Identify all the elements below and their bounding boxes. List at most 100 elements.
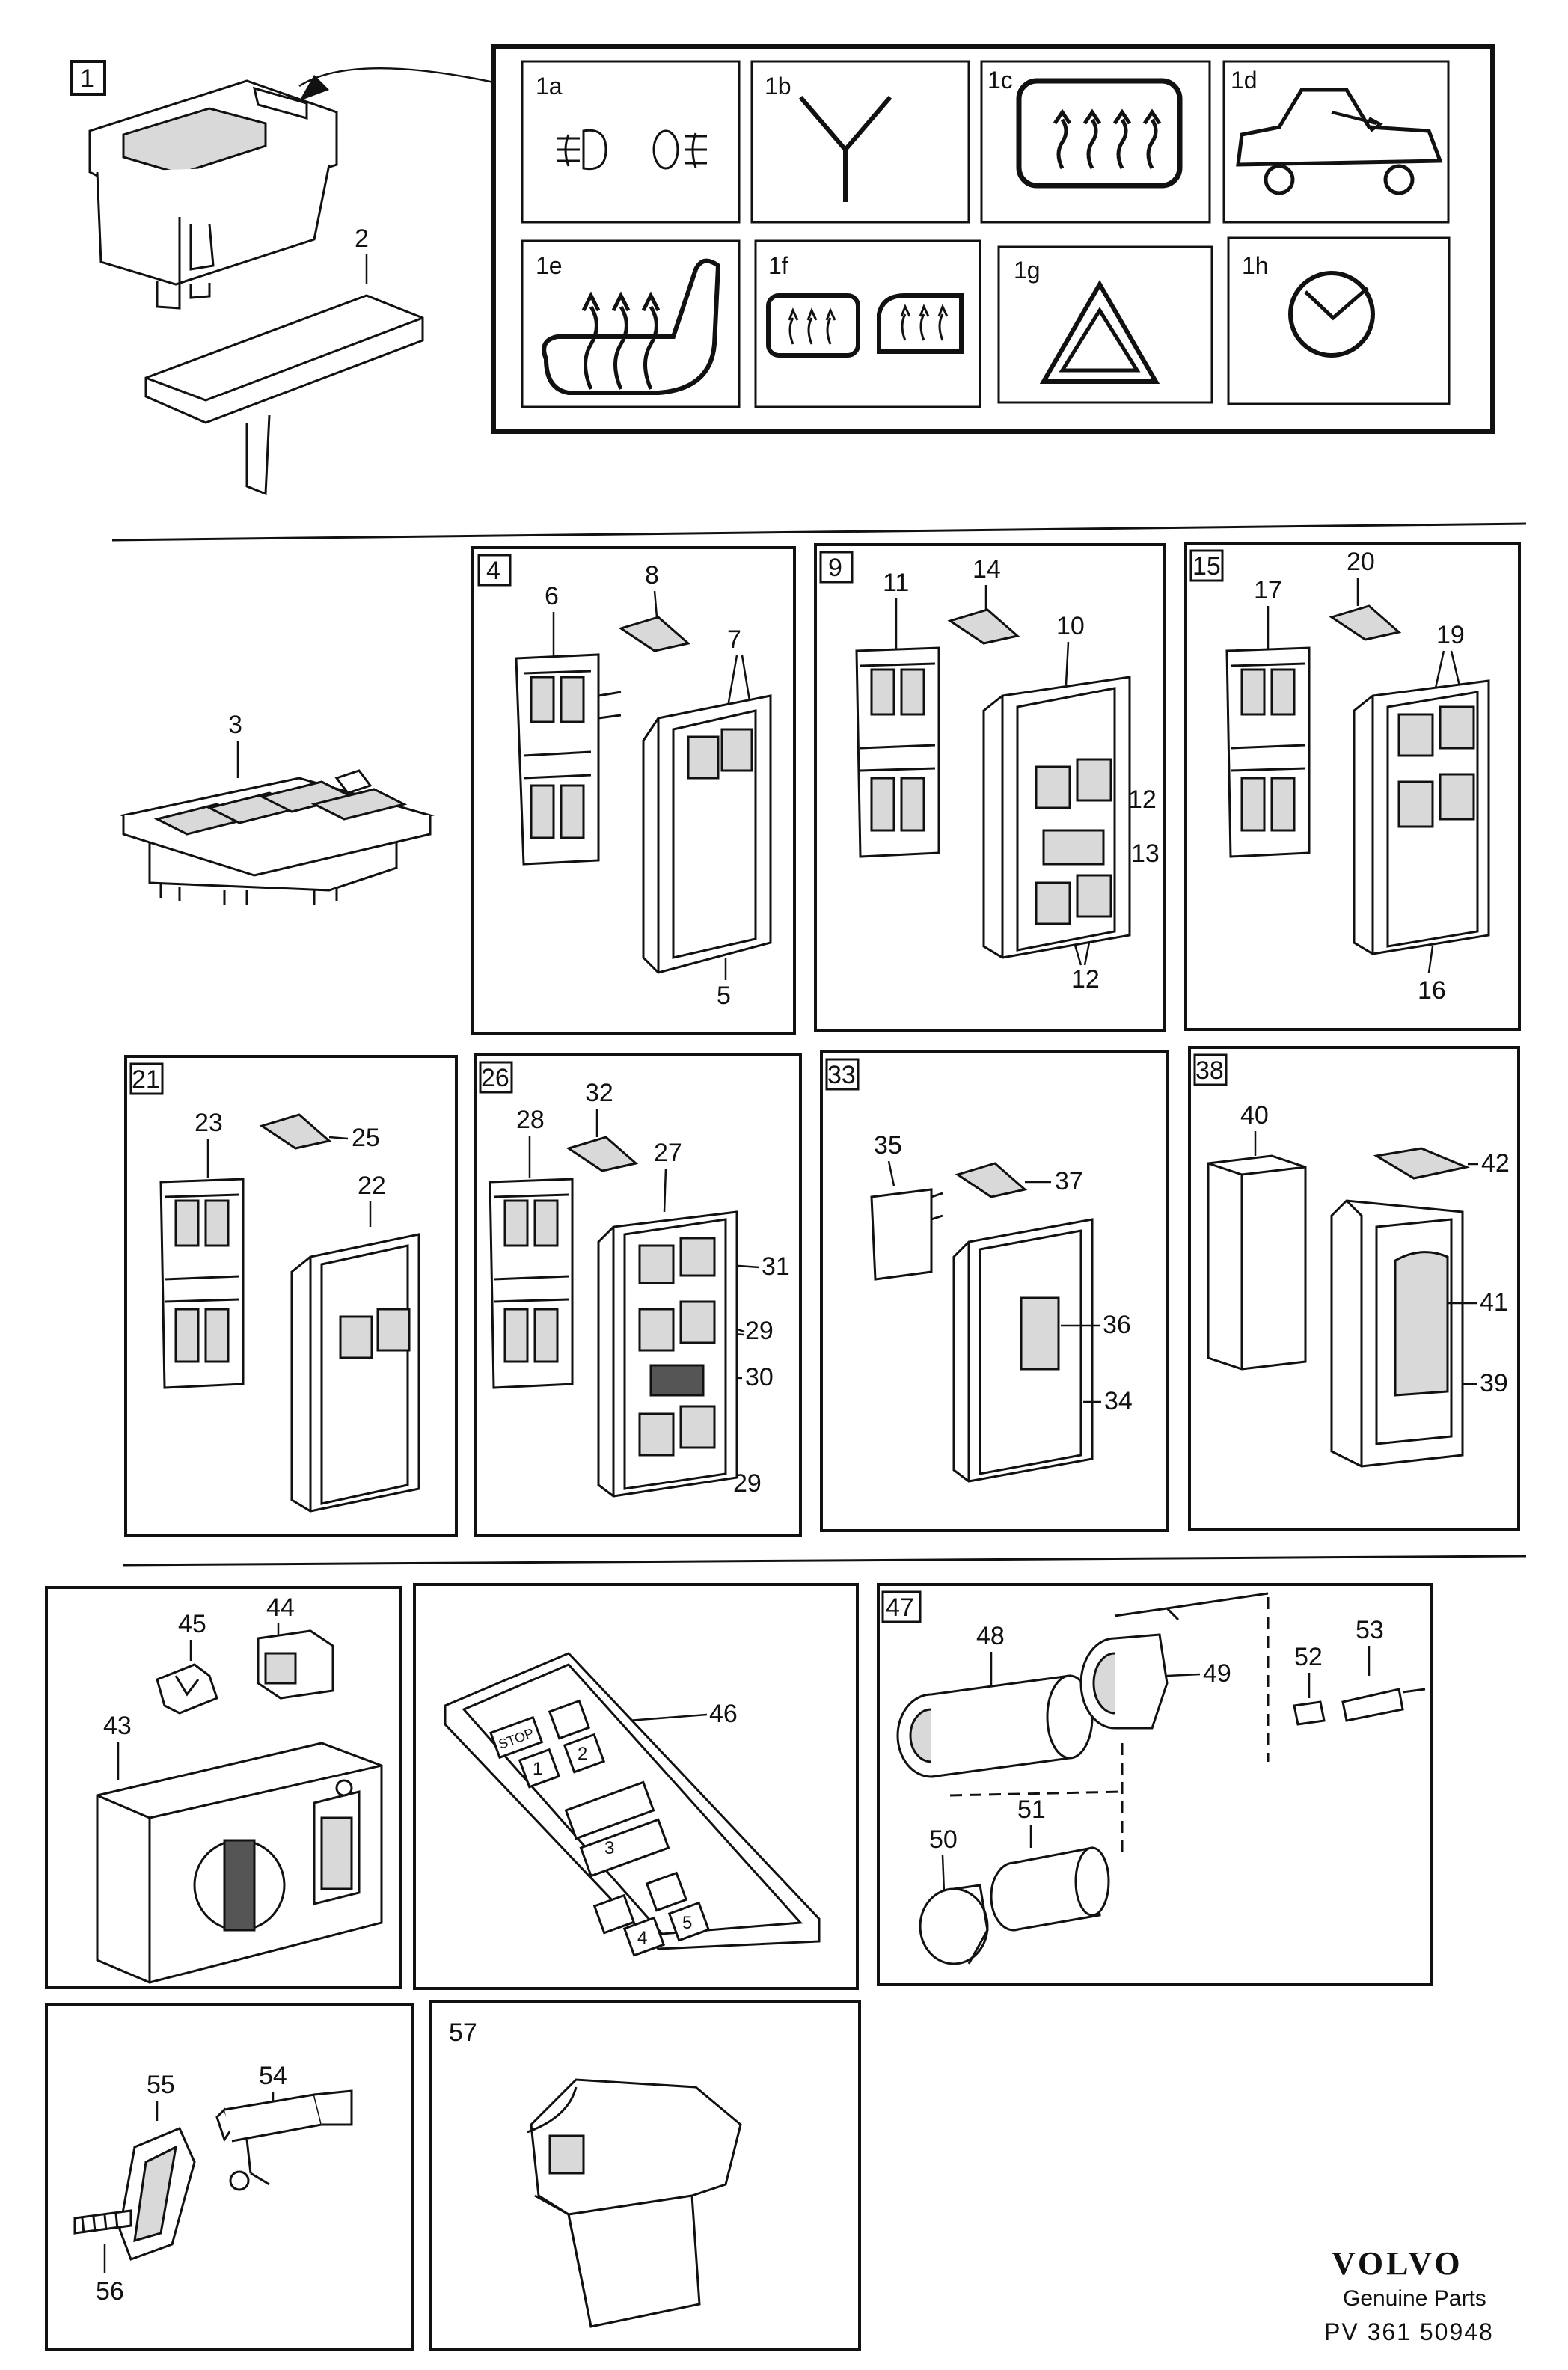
callout-15: 15 — [1192, 552, 1221, 581]
label-1b: 1b — [765, 73, 791, 99]
callout-47: 47 — [886, 1593, 914, 1622]
callout-4: 4 — [486, 557, 500, 585]
callout-32: 32 — [585, 1079, 613, 1107]
callout-56: 56 — [96, 2277, 124, 2306]
switch-panel-3: 3 — [119, 711, 435, 905]
label-1f: 1f — [768, 252, 788, 279]
callout-55: 55 — [147, 2071, 175, 2099]
callout-12b: 12 — [1071, 965, 1100, 993]
label-1a: 1a — [536, 73, 563, 99]
callout-14: 14 — [973, 555, 1001, 584]
callout-28: 28 — [516, 1106, 545, 1134]
box-43: 45 44 43 — [45, 1586, 402, 1989]
callout-54: 54 — [259, 2062, 287, 2090]
callout-35: 35 — [874, 1131, 902, 1160]
key-1: 1 — [533, 1759, 542, 1779]
callout-20: 20 — [1347, 548, 1375, 576]
callout-7: 7 — [727, 625, 741, 654]
callout-30: 30 — [745, 1363, 774, 1391]
callout-41: 41 — [1480, 1288, 1508, 1317]
callout-22: 22 — [358, 1172, 386, 1200]
brand-logo: VOLVO — [1332, 2245, 1463, 2282]
callout-44: 44 — [266, 1593, 295, 1622]
callout-9: 9 — [828, 554, 842, 582]
box-38: 38 40 42 41 39 — [1188, 1046, 1520, 1531]
callout-3: 3 — [228, 711, 242, 739]
callout-17: 17 — [1254, 576, 1282, 604]
key-5: 5 — [682, 1913, 692, 1933]
label-1e: 1e — [536, 252, 563, 279]
footer-code: PV 361 50948 — [1324, 2318, 1494, 2345]
callout-6: 6 — [545, 582, 559, 610]
callout-46: 46 — [709, 1700, 738, 1728]
callout-23: 23 — [195, 1109, 223, 1137]
footer: VOLVO Genuine Parts PV 361 50948 — [1324, 2245, 1494, 2345]
callout-34: 34 — [1104, 1387, 1133, 1415]
box-4: 4 6 8 7 5 — [471, 546, 796, 1035]
callout-38: 38 — [1195, 1056, 1224, 1085]
box-9: 9 11 14 10 12 13 12 — [814, 543, 1166, 1032]
cover-plate-2: 2 — [144, 224, 424, 496]
box-54: 55 54 56 — [45, 2003, 414, 2351]
label-1g: 1g — [1014, 257, 1041, 284]
box-46: 46 STOP 1 2 3 4 5 — [413, 1583, 859, 1990]
callout-45: 45 — [178, 1610, 206, 1638]
callout-29a: 29 — [745, 1317, 774, 1345]
label-1d: 1d — [1231, 67, 1258, 94]
callout-19: 19 — [1436, 621, 1465, 649]
divider-line-2 — [123, 1555, 1527, 1567]
callout-27: 27 — [654, 1139, 682, 1167]
box-57: 57 — [429, 2000, 861, 2351]
callout-26: 26 — [481, 1064, 509, 1092]
callout-51: 51 — [1017, 1795, 1046, 1824]
window-defrost-icon — [766, 293, 964, 358]
switch-assembly-1: 1 — [70, 60, 494, 310]
box-26: 26 28 32 27 31 29 30 29 — [474, 1053, 802, 1537]
callout-57: 57 — [449, 2018, 477, 2047]
box-47: 47 48 49 52 53 50 51 — [877, 1583, 1433, 1986]
callout-52: 52 — [1294, 1643, 1323, 1671]
callout-42: 42 — [1481, 1149, 1510, 1178]
callout-16: 16 — [1418, 976, 1446, 1005]
callout-31: 31 — [762, 1252, 790, 1281]
callout-10: 10 — [1056, 612, 1085, 640]
box-21: 21 23 25 22 24 — [124, 1055, 458, 1537]
key-3: 3 — [604, 1838, 614, 1858]
callout-48: 48 — [976, 1622, 1005, 1650]
callout-53: 53 — [1356, 1616, 1384, 1644]
clock-icon — [1288, 271, 1375, 358]
box-15: 15 17 20 19 18 16 — [1184, 542, 1521, 1031]
convertible-roof-icon — [1236, 88, 1443, 195]
seat-heater-icon — [542, 258, 721, 395]
callout-2: 2 — [355, 224, 369, 253]
key-4: 4 — [637, 1928, 647, 1948]
callout-36: 36 — [1103, 1311, 1131, 1339]
callout-21: 21 — [132, 1065, 160, 1094]
callout-50: 50 — [929, 1825, 958, 1854]
key-2: 2 — [578, 1744, 587, 1764]
callout-8: 8 — [645, 561, 659, 590]
callout-11: 11 — [883, 569, 909, 597]
callout-39: 39 — [1480, 1369, 1508, 1397]
callout-13: 13 — [1131, 839, 1160, 868]
callout-25: 25 — [352, 1124, 380, 1152]
callout-33: 33 — [827, 1061, 856, 1089]
callout-40: 40 — [1240, 1101, 1269, 1130]
callout-5: 5 — [717, 982, 731, 1010]
symbol-panel: 1a 1b 1c 1d — [491, 44, 1495, 434]
antenna-icon — [798, 96, 892, 202]
callout-37: 37 — [1055, 1167, 1083, 1195]
footer-subtitle: Genuine Parts — [1343, 2286, 1486, 2311]
hazard-warning-icon — [1039, 279, 1160, 384]
divider-line — [111, 522, 1527, 542]
label-1h: 1h — [1242, 252, 1269, 279]
callout-49: 49 — [1203, 1659, 1231, 1688]
box-33: 33 35 37 36 34 — [820, 1050, 1169, 1532]
fog-light-icon — [557, 129, 707, 171]
callout-1: 1 — [80, 64, 94, 93]
callout-12a: 12 — [1128, 786, 1157, 814]
label-1c: 1c — [987, 67, 1013, 94]
rear-defrost-icon — [1016, 78, 1183, 189]
callout-43: 43 — [103, 1712, 132, 1740]
